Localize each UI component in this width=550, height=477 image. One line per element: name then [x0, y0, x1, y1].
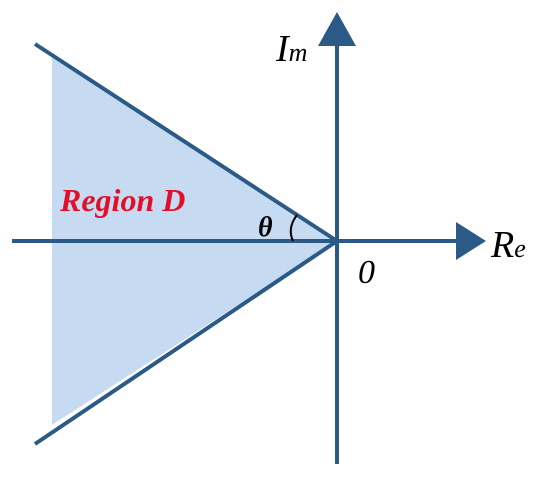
region-d-label: Region D — [60, 182, 186, 218]
upper-boundary-ray — [33, 42, 339, 243]
imaginary-axis-label-main: I — [276, 28, 289, 70]
imaginary-axis-label-sub: m — [288, 38, 308, 67]
theta-label: θ — [258, 212, 273, 243]
real-axis-arrowhead — [456, 222, 486, 260]
real-axis-label: Re — [491, 226, 526, 264]
theta-angle-arc — [289, 214, 298, 242]
imaginary-axis-arrowhead — [318, 12, 356, 46]
lower-boundary-ray — [33, 239, 339, 446]
real-axis-label-main: R — [491, 224, 515, 266]
origin-label: 0 — [358, 254, 375, 291]
imaginary-axis-label: Im — [276, 30, 307, 68]
real-axis-label-sub: e — [514, 234, 526, 263]
